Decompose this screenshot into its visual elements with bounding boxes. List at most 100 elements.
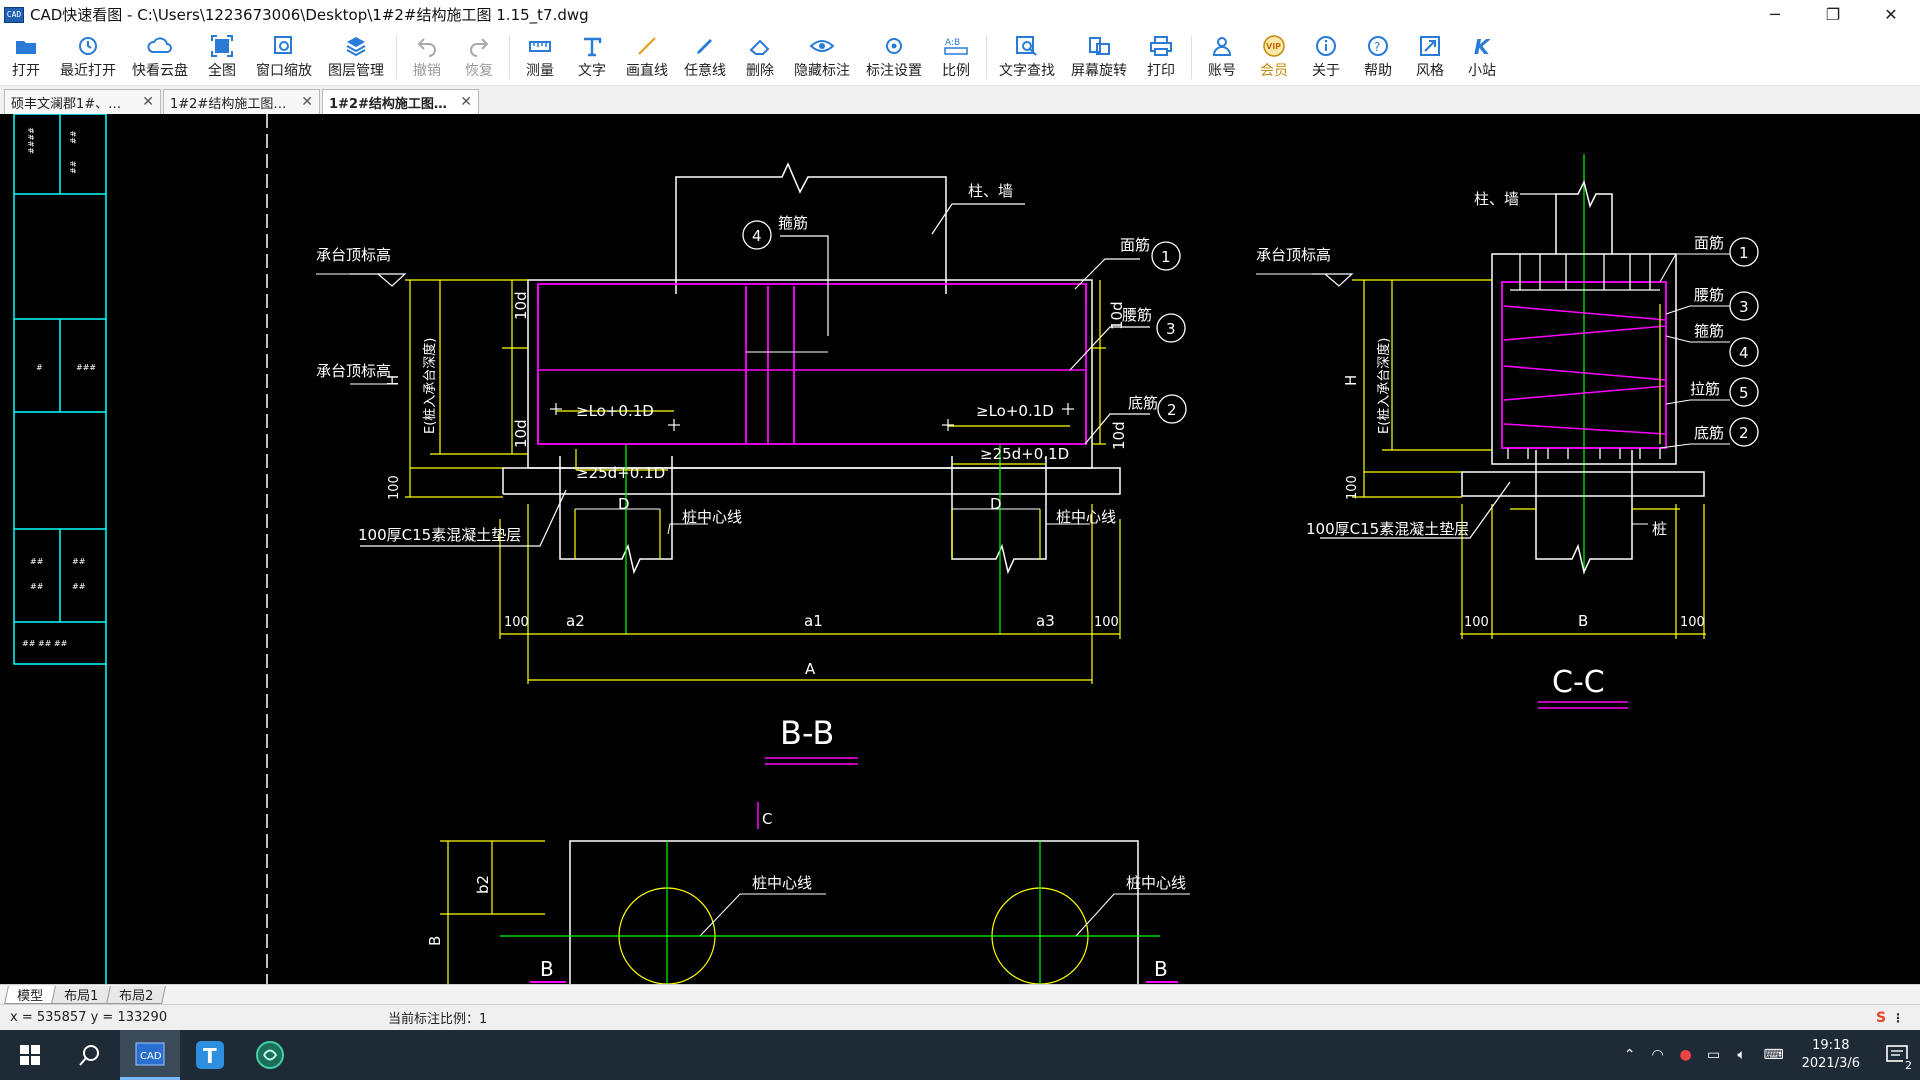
- tab-close-icon[interactable]: ✕: [460, 94, 472, 110]
- bb-callout-1: 1: [1161, 248, 1171, 266]
- restore-icon: ❐: [1825, 5, 1841, 24]
- bb-dim-a1: a1: [804, 612, 823, 630]
- toolbar-button-eraser[interactable]: 删除: [734, 29, 786, 85]
- plan-c-mark: C: [762, 810, 772, 828]
- toolbar-button-pen[interactable]: 任意线: [676, 29, 734, 85]
- toolbar-button-ruler[interactable]: 测量: [514, 29, 566, 85]
- document-tab-label: 硕丰文澜郡1#、…: [11, 96, 122, 112]
- svg-text:##: ##: [72, 582, 86, 591]
- cc-callout-1: 1: [1739, 244, 1749, 262]
- minimize-button[interactable]: ─: [1746, 0, 1804, 29]
- drawing-canvas[interactable]: #### ## ## # ### #### #### ## ## ##: [0, 114, 1920, 984]
- ruler-icon: [526, 34, 554, 58]
- toolbar-button-user[interactable]: 账号: [1196, 29, 1248, 85]
- info-icon: [1312, 34, 1340, 58]
- toolbar-button-text[interactable]: 文字: [566, 29, 618, 85]
- eraser-icon: [746, 34, 774, 58]
- toolbar-button-label: 恢复: [465, 63, 493, 79]
- toolbar-button-label: 快看云盘: [132, 63, 188, 79]
- battery-icon[interactable]: ▭: [1706, 1047, 1721, 1063]
- svg-text:CAD: CAD: [140, 1051, 162, 1062]
- search-button[interactable]: [60, 1030, 120, 1080]
- toolbar-button-history[interactable]: 最近打开: [52, 29, 124, 85]
- bb-bottom-rebar-label: 底筋: [1128, 394, 1158, 412]
- toolbar-separator: [1191, 35, 1192, 79]
- bb-cushion-label: 100厚C15素混凝土垫层: [358, 526, 521, 544]
- layout-tab[interactable]: 模型: [4, 985, 56, 1004]
- help-icon: ?: [1364, 34, 1392, 58]
- document-tab[interactable]: 硕丰文澜郡1#、… ✕: [4, 89, 161, 114]
- toolbar-button-eye[interactable]: 隐藏标注: [786, 29, 858, 85]
- toolbar-button-annotation-settings[interactable]: 标注设置: [858, 29, 930, 85]
- toolbar-button-label: 删除: [746, 63, 774, 79]
- toolbar-button-line[interactable]: 画直线: [618, 29, 676, 85]
- svg-text:##: ##: [72, 557, 86, 566]
- toolbar-button-rotate-screen[interactable]: 屏幕旋转: [1063, 29, 1135, 85]
- toolbar-button-redo[interactable]: 恢复: [453, 29, 505, 85]
- wifi-icon[interactable]: ◠: [1651, 1047, 1664, 1063]
- toolbar-button-label: 窗口缩放: [256, 63, 312, 79]
- bb-anchor-left: ≥25d+0.1D: [576, 464, 665, 482]
- section-bb: [316, 162, 1187, 765]
- ime-indicator[interactable]: S⋮: [1875, 1010, 1905, 1026]
- close-button[interactable]: ✕: [1862, 0, 1920, 29]
- toolbar-button-label: 标注设置: [866, 63, 922, 79]
- cc-e-label: E(桩入承台深度): [1376, 338, 1392, 434]
- toolbar-button-style[interactable]: 风格: [1404, 29, 1456, 85]
- plan-pile-center-right: 桩中心线: [1126, 874, 1186, 892]
- volume-icon[interactable]: 🔈︎: [1737, 1047, 1746, 1063]
- restore-button[interactable]: ❐: [1804, 0, 1862, 29]
- pen-icon: [691, 34, 719, 58]
- toolbar-separator: [396, 35, 397, 79]
- clock[interactable]: 19:18 2021/3/6: [1802, 1037, 1860, 1073]
- cc-dim-100-right: 100: [1680, 615, 1705, 630]
- document-tab[interactable]: 1#2#结构施工图…✕: [322, 89, 479, 114]
- svg-text:?: ?: [1374, 40, 1380, 54]
- bb-top-rebar-label: 面筋: [1120, 236, 1150, 254]
- toolbar-button-undo[interactable]: 撤销: [401, 29, 453, 85]
- plan-B: B: [426, 936, 444, 946]
- cc-col-wall-label: 柱、墙: [1474, 190, 1519, 208]
- toolbar-button-window-zoom[interactable]: 窗口缩放: [248, 29, 320, 85]
- app-tray-icon[interactable]: ●: [1679, 1047, 1692, 1063]
- toolbar-button-text-search[interactable]: 文字查找: [991, 29, 1063, 85]
- keyboard-icon[interactable]: ⌨︎: [1763, 1047, 1784, 1063]
- layout-tab[interactable]: 布局1: [51, 985, 112, 1004]
- toolbar-button-info[interactable]: 关于: [1300, 29, 1352, 85]
- notification-button[interactable]: 2: [1876, 1030, 1920, 1080]
- toolbar-button-printer[interactable]: 打印: [1135, 29, 1187, 85]
- plan-section-left: B: [540, 957, 554, 981]
- bb-e-label: E(桩入承台深度): [422, 338, 438, 434]
- layout-tab-label: 布局2: [119, 988, 154, 1004]
- svg-text:#: #: [36, 363, 43, 372]
- toolbar-button-folder-open[interactable]: 打开: [0, 29, 52, 85]
- toolbar-button-label: 小站: [1468, 63, 1496, 79]
- toolbar-separator: [509, 35, 510, 79]
- toolbar-button-cloud[interactable]: 快看云盘: [124, 29, 196, 85]
- toolbar-button-label: 关于: [1312, 63, 1340, 79]
- cc-top-rebar: 面筋: [1694, 234, 1724, 252]
- toolbar-button-fit-view[interactable]: 全图: [196, 29, 248, 85]
- tab-close-icon[interactable]: ✕: [301, 94, 313, 110]
- style-icon: [1416, 34, 1444, 58]
- taskbar-text-app[interactable]: T: [180, 1030, 240, 1080]
- plan-view: [440, 802, 1190, 984]
- toolbar-button-help[interactable]: ? 帮助: [1352, 29, 1404, 85]
- cad-drawing[interactable]: #### ## ## # ### #### #### ## ## ##: [0, 114, 1920, 984]
- toolbar-button-layers[interactable]: 图层管理: [320, 29, 392, 85]
- layout-tab[interactable]: 布局2: [106, 985, 167, 1004]
- taskbar-brain-app[interactable]: [240, 1030, 300, 1080]
- bb-dim-A: A: [805, 660, 816, 678]
- taskbar-cad-app[interactable]: CAD: [120, 1030, 180, 1080]
- tab-close-icon[interactable]: ✕: [142, 94, 154, 110]
- chevron-up-icon[interactable]: ⌃: [1623, 1047, 1636, 1063]
- bb-dim-100-left: 100: [504, 615, 529, 630]
- toolbar-button-label: 测量: [526, 63, 554, 79]
- start-button[interactable]: [0, 1030, 60, 1080]
- toolbar-button-label: 帮助: [1364, 63, 1392, 79]
- document-tab-bar: 硕丰文澜郡1#、…✕1#2#结构施工图…✕1#2#结构施工图…✕: [0, 86, 1920, 114]
- document-tab[interactable]: 1#2#结构施工图…✕: [163, 89, 320, 114]
